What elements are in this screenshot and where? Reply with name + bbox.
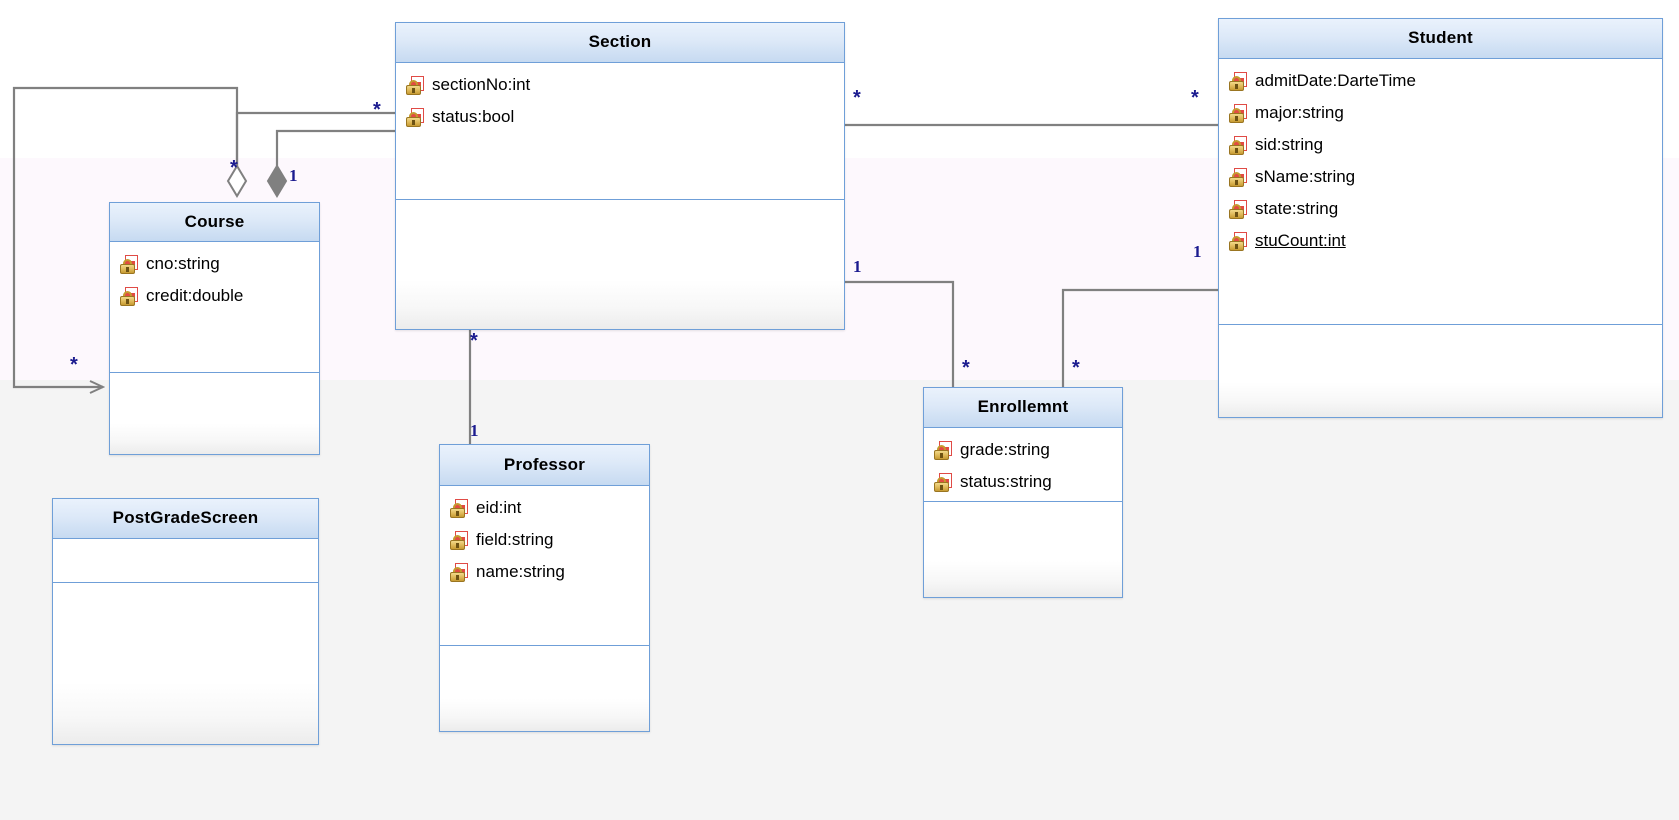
attribute-label: cno:string <box>146 254 220 273</box>
class-header-professor: Professor <box>440 445 649 486</box>
uml-class-postgradescreen[interactable]: PostGradeScreen <box>52 498 319 745</box>
uml-class-course[interactable]: Course cno:string credit:double <box>109 202 320 455</box>
class-operations-professor <box>440 646 649 731</box>
attribute-row[interactable]: admitDate:DarteTime <box>1219 65 1662 97</box>
attribute-row[interactable]: status:bool <box>396 101 844 133</box>
multiplicity-student-left: * <box>1191 87 1199 109</box>
private-lock-icon <box>1229 231 1248 251</box>
private-lock-icon <box>1229 135 1248 155</box>
attribute-row[interactable]: credit:double <box>110 280 319 312</box>
attribute-label: field:string <box>476 530 554 549</box>
private-lock-icon <box>1229 103 1248 123</box>
multiplicity-section-left-aggregation: * <box>373 99 381 121</box>
private-lock-icon <box>120 254 139 274</box>
class-attributes-postgradescreen <box>53 539 318 583</box>
attribute-label: state:string <box>1255 199 1339 218</box>
class-attributes-enrollemnt: grade:string status:string <box>924 428 1122 502</box>
attribute-label: status:string <box>960 472 1052 491</box>
attribute-label-static: stuCount:int <box>1255 231 1346 250</box>
attribute-label: name:string <box>476 562 565 581</box>
attribute-label: eid:int <box>476 498 522 517</box>
attribute-row[interactable]: field:string <box>440 524 649 556</box>
class-header-section: Section <box>396 23 844 63</box>
private-lock-icon <box>934 472 953 492</box>
uml-class-section[interactable]: Section sectionNo:int status:bool <box>395 22 845 330</box>
private-lock-icon <box>406 75 425 95</box>
attribute-label: status:bool <box>432 107 515 126</box>
attribute-label: sid:string <box>1255 135 1324 154</box>
multiplicity-course-aggregation: * <box>230 157 238 179</box>
multiplicity-section-bottom: * <box>470 330 478 352</box>
class-header-enrollemnt: Enrollemnt <box>924 388 1122 428</box>
class-operations-course <box>110 373 319 454</box>
class-header-student: Student <box>1219 19 1662 59</box>
multiplicity-section-to-enrollemnt: 1 <box>853 257 862 276</box>
class-header-course: Course <box>110 203 319 242</box>
uml-class-student[interactable]: Student admitDate:DarteTime major:string… <box>1218 18 1663 418</box>
attribute-row[interactable]: sName:string <box>1219 161 1662 193</box>
class-attributes-section: sectionNo:int status:bool <box>396 63 844 200</box>
multiplicity-professor-top: 1 <box>470 421 479 440</box>
multiplicity-section-right: * <box>853 87 861 109</box>
uml-class-professor[interactable]: Professor eid:int field:string name:stri… <box>439 444 650 732</box>
private-lock-icon <box>1229 199 1248 219</box>
multiplicity-enrollemnt-from-student: * <box>1072 357 1080 379</box>
class-operations-student <box>1219 325 1662 417</box>
multiplicity-student-to-enrollemnt: 1 <box>1193 242 1202 261</box>
class-attributes-student: admitDate:DarteTime major:string sid:str… <box>1219 59 1662 325</box>
class-name-enrollemnt: Enrollemnt <box>977 397 1069 417</box>
attribute-label: major:string <box>1255 103 1344 122</box>
private-lock-icon <box>450 530 469 550</box>
attribute-label: admitDate:DarteTime <box>1255 71 1416 90</box>
multiplicity-enrollemnt-from-section: * <box>962 357 970 379</box>
private-lock-icon <box>450 562 469 582</box>
attribute-row[interactable]: grade:string <box>924 434 1122 466</box>
attribute-row[interactable]: state:string <box>1219 193 1662 225</box>
class-name-section: Section <box>588 32 652 52</box>
attribute-label: credit:double <box>146 286 244 305</box>
private-lock-icon <box>406 107 425 127</box>
attribute-label: grade:string <box>960 440 1050 459</box>
attribute-row[interactable]: name:string <box>440 556 649 588</box>
uml-class-enrollemnt[interactable]: Enrollemnt grade:string status:string <box>923 387 1123 598</box>
attribute-row[interactable]: sectionNo:int <box>396 69 844 101</box>
attribute-row[interactable]: eid:int <box>440 492 649 524</box>
attribute-row[interactable]: major:string <box>1219 97 1662 129</box>
class-name-postgradescreen: PostGradeScreen <box>112 508 259 528</box>
class-name-student: Student <box>1408 28 1473 48</box>
class-operations-section <box>396 200 844 329</box>
private-lock-icon <box>1229 167 1248 187</box>
private-lock-icon <box>1229 71 1248 91</box>
private-lock-icon <box>120 286 139 306</box>
private-lock-icon <box>934 440 953 460</box>
class-attributes-course: cno:string credit:double <box>110 242 319 373</box>
class-attributes-professor: eid:int field:string name:string <box>440 486 649 646</box>
multiplicity-course-self: * <box>70 354 78 376</box>
class-header-postgradescreen: PostGradeScreen <box>53 499 318 539</box>
class-name-professor: Professor <box>503 454 586 474</box>
attribute-label: sName:string <box>1255 167 1356 186</box>
attribute-row[interactable]: cno:string <box>110 248 319 280</box>
attribute-label: sectionNo:int <box>432 75 531 94</box>
class-operations-postgradescreen <box>53 583 318 744</box>
private-lock-icon <box>450 498 469 518</box>
multiplicity-course-composition: 1 <box>289 166 298 185</box>
class-name-course: Course <box>184 211 245 231</box>
attribute-row[interactable]: sid:string <box>1219 129 1662 161</box>
attribute-row[interactable]: status:string <box>924 466 1122 498</box>
attribute-row[interactable]: stuCount:int <box>1219 225 1662 257</box>
class-operations-enrollemnt <box>924 502 1122 597</box>
